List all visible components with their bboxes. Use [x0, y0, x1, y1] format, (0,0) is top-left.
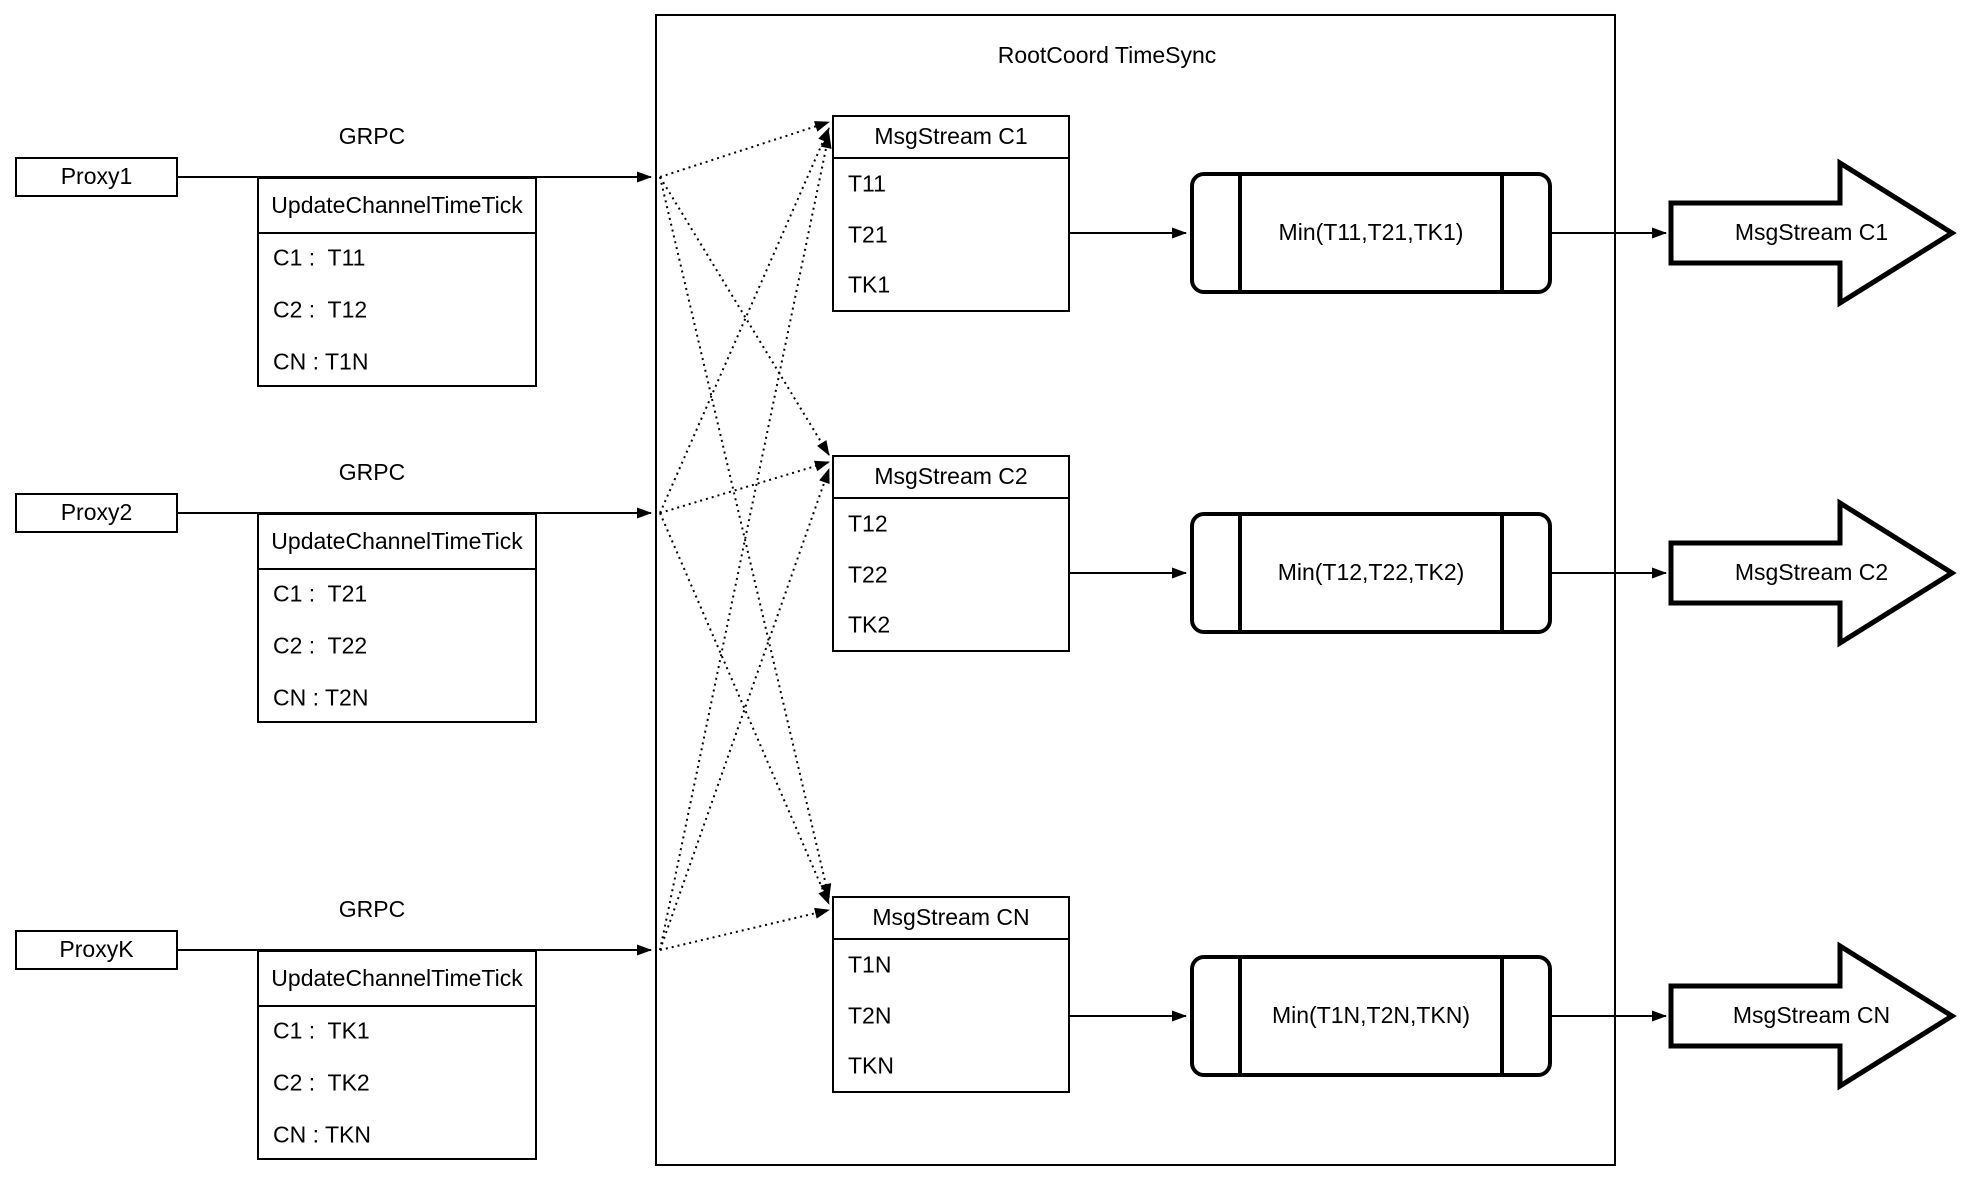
- table-row: C1 : TK1: [273, 1017, 370, 1044]
- min-box-right-bar: [1500, 516, 1504, 630]
- msgstream-c1-table: MsgStream C1 T11 T21 TK1: [832, 115, 1070, 312]
- table-header: MsgStream CN: [834, 898, 1068, 940]
- min-box-left-bar: [1238, 959, 1242, 1073]
- table-row: T12: [848, 510, 888, 537]
- table-row: T1N: [848, 951, 892, 978]
- table-row: C2 : TK2: [273, 1069, 370, 1096]
- output-arrow-label-c1: MsgStream C1: [1734, 219, 1889, 246]
- table-row: C2 : T22: [273, 632, 368, 659]
- dotted-line-p1-c2: [659, 176, 830, 456]
- grpc-label: GRPC: [338, 896, 406, 922]
- proxy2-label: Proxy2: [60, 499, 133, 526]
- min-box-left-bar: [1238, 176, 1242, 290]
- proxy2-box: Proxy2: [15, 493, 178, 533]
- table-row: CN : TKN: [273, 1121, 371, 1148]
- min-label: Min(T1N,T2N,TKN): [1271, 1002, 1471, 1029]
- table-row: C2 : T12: [273, 296, 368, 323]
- dotted-line-p2-c2: [659, 460, 830, 514]
- grpc-label: GRPC: [338, 123, 406, 149]
- min-function-box-2: Min(T12,T22,TK2): [1190, 512, 1552, 634]
- output-arrow-label-c2: MsgStream C2: [1734, 559, 1889, 586]
- update-channel-timetick-table-3: UpdateChannelTimeTick C1 : TK1 C2 : TK2 …: [257, 950, 537, 1160]
- dotted-line-p1-c1: [659, 121, 830, 178]
- dotted-line-p2-c1: [659, 127, 830, 514]
- msgstream-cn-table: MsgStream CN T1N T2N TKN: [832, 896, 1070, 1093]
- min-box-right-bar: [1500, 959, 1504, 1073]
- table-row: C1 : T11: [273, 244, 366, 271]
- table-row: T2N: [848, 1002, 892, 1029]
- dotted-line-pk-cn: [659, 907, 830, 951]
- dotted-broadcast-lines: [659, 121, 832, 951]
- table-header: UpdateChannelTimeTick: [259, 952, 535, 1007]
- table-row: TKN: [848, 1052, 894, 1079]
- proxyk-label: ProxyK: [59, 936, 134, 963]
- min-function-box-1: Min(T11,T21,TK1): [1190, 172, 1552, 294]
- table-row: CN : T1N: [273, 348, 369, 375]
- dotted-line-p2-cn: [659, 512, 830, 905]
- table-header: MsgStream C1: [834, 117, 1068, 159]
- table-header: UpdateChannelTimeTick: [259, 515, 535, 570]
- table-row: TK1: [848, 271, 891, 298]
- dotted-line-pk-c1: [659, 133, 832, 951]
- table-row: T21: [848, 221, 888, 248]
- update-channel-timetick-table-2: UpdateChannelTimeTick C1 : T21 C2 : T22 …: [257, 513, 537, 723]
- min-label: Min(T12,T22,TK2): [1277, 559, 1465, 586]
- table-row: CN : T2N: [273, 684, 369, 711]
- output-block-arrow-c2: [1668, 498, 1957, 648]
- output-arrow-label-cn: MsgStream CN: [1732, 1002, 1891, 1029]
- table-header: UpdateChannelTimeTick: [259, 179, 535, 234]
- table-row: C1 : T21: [273, 580, 368, 607]
- table-row: T22: [848, 561, 888, 588]
- rootcoord-title: RootCoord TimeSync: [997, 42, 1217, 68]
- table-row: TK2: [848, 611, 891, 638]
- proxyk-box: ProxyK: [15, 930, 178, 970]
- min-box-left-bar: [1238, 516, 1242, 630]
- min-label: Min(T11,T21,TK1): [1278, 219, 1464, 246]
- msgstream-c2-table: MsgStream C2 T12 T22 TK2: [832, 455, 1070, 652]
- table-row: T11: [848, 170, 886, 197]
- table-header: MsgStream C2: [834, 457, 1068, 499]
- update-channel-timetick-table-1: UpdateChannelTimeTick C1 : T11 C2 : T12 …: [257, 177, 537, 387]
- dotted-line-pk-c2: [659, 468, 830, 951]
- min-function-box-3: Min(T1N,T2N,TKN): [1190, 955, 1552, 1077]
- min-box-right-bar: [1500, 176, 1504, 290]
- proxy1-label: Proxy1: [60, 163, 133, 190]
- proxy1-box: Proxy1: [15, 157, 178, 197]
- grpc-label: GRPC: [338, 459, 406, 485]
- output-block-arrow-cn: [1668, 941, 1957, 1091]
- output-block-arrow-c1: [1668, 158, 1957, 308]
